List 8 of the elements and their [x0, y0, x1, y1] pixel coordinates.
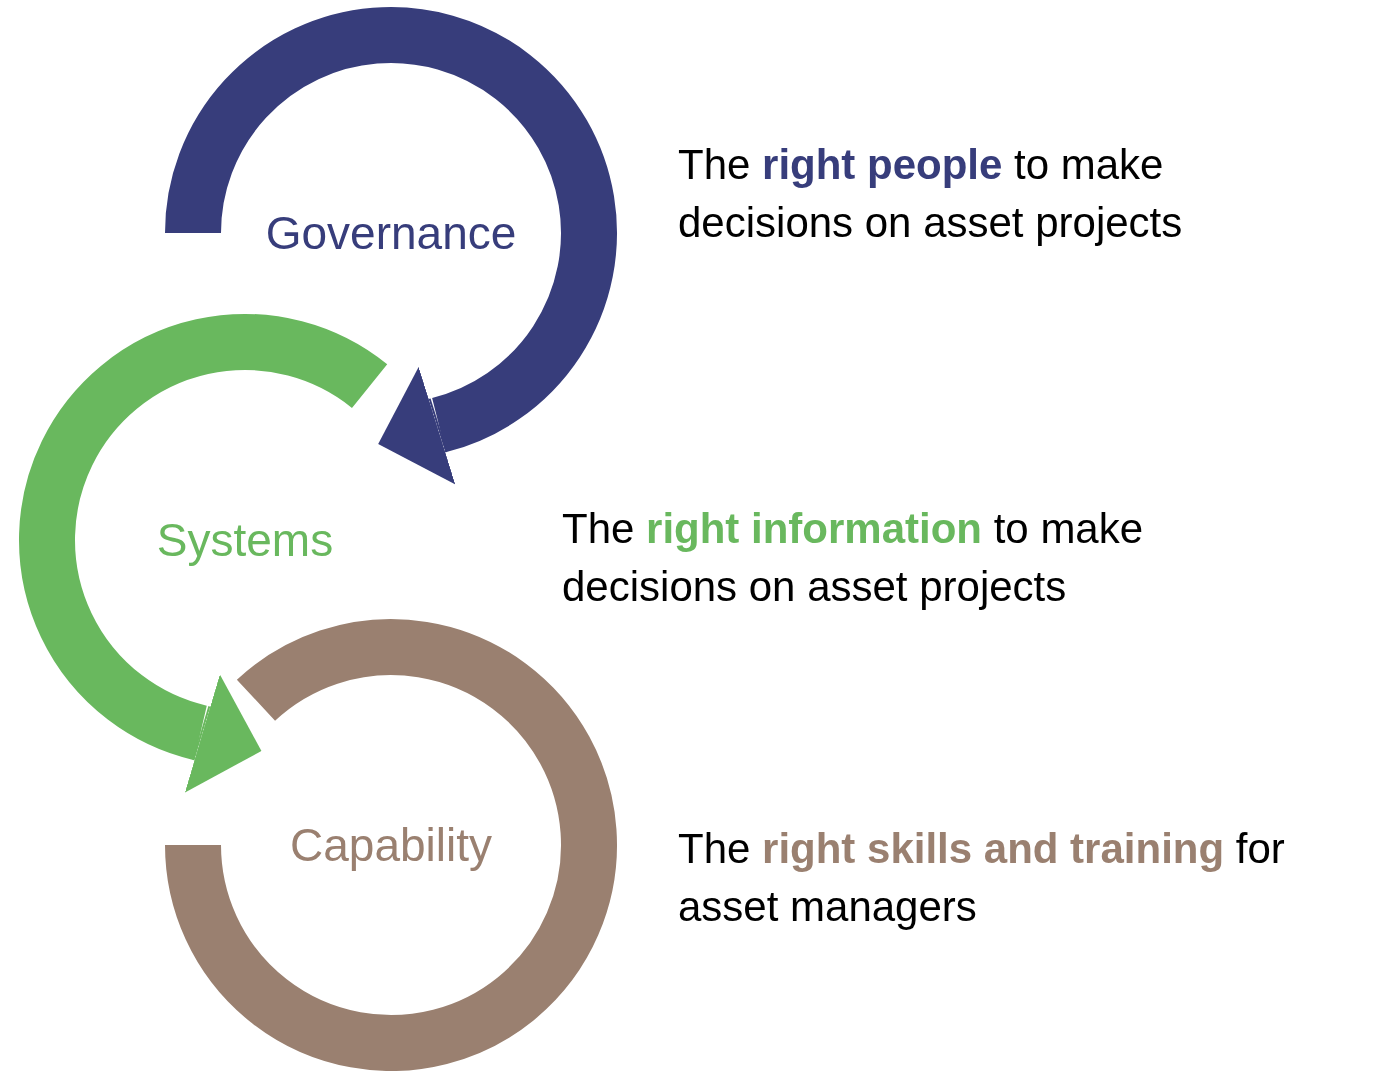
arrow	[184, 674, 262, 793]
description-text: The right information to make decisions on asset projects	[562, 504, 1145, 612]
node-label: Capability	[290, 818, 492, 872]
description-text: The right skills and training for asset managers	[678, 824, 1286, 932]
node-label: Systems	[156, 513, 334, 567]
arrow	[378, 366, 456, 485]
node-label: Governance	[265, 206, 517, 260]
description-text: The right people to make decisions on asset projects	[678, 140, 1184, 248]
